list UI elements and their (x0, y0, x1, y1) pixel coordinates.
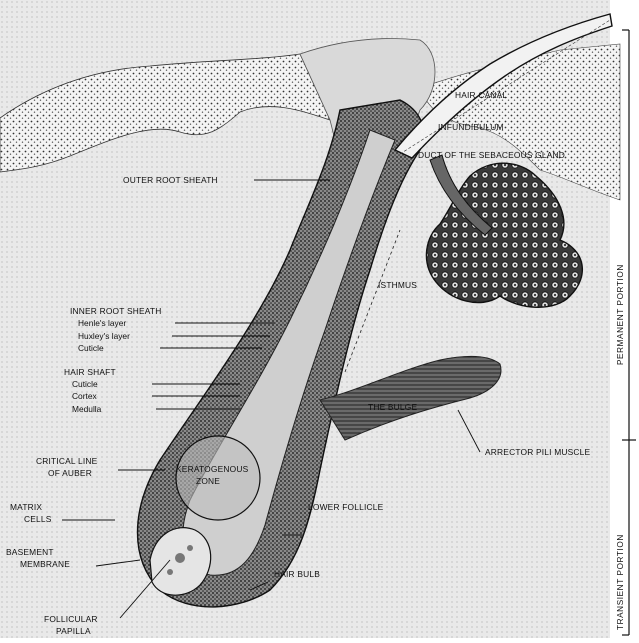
label-lower-follicle: LOWER FOLLICLE (308, 502, 384, 512)
label-sebaceous-duct: DUCT OF THE SEBACEOUS GLAND (418, 150, 565, 160)
label-critical-line-2: OF AUBER (48, 468, 92, 478)
label-hair-bulb: HAIR BULB (274, 569, 320, 579)
label-irs-cuticle: Cuticle (78, 343, 104, 353)
label-inner-root-sheath: INNER ROOT SHEATH (70, 306, 162, 316)
label-matrix-2: CELLS (24, 514, 52, 524)
label-hair-shaft: HAIR SHAFT (64, 367, 116, 377)
label-matrix-1: MATRIX (10, 502, 42, 512)
label-infundibulum: INFUNDIBULUM (438, 122, 504, 132)
label-medulla: Medulla (72, 404, 102, 414)
label-basement-1: BASEMENT (6, 547, 54, 557)
label-papilla-2: PAPILLA (56, 626, 91, 636)
label-henles-layer: Henle's layer (78, 318, 126, 328)
label-papilla-1: FOLLICULAR (44, 614, 98, 624)
label-huxleys-layer: Huxley's layer (78, 331, 130, 341)
label-hs-cuticle: Cuticle (72, 379, 98, 389)
label-basement-2: MEMBRANE (20, 559, 70, 569)
label-the-bulge: THE BULGE (368, 402, 417, 412)
label-hair-canal: HAIR CANAL (455, 90, 507, 100)
label-transient-portion: TRANSIENT PORTION (616, 534, 625, 630)
label-keratogenous-1: KERATOGENOUS (176, 464, 249, 474)
label-cortex: Cortex (72, 391, 97, 401)
label-critical-line-1: CRITICAL LINE (36, 456, 98, 466)
label-permanent-portion: PERMANENT PORTION (616, 264, 625, 365)
label-arrector-pili: ARRECTOR PILI MUSCLE (485, 447, 591, 457)
label-isthmus: ISTHMUS (378, 280, 417, 290)
label-outer-root-sheath: OUTER ROOT SHEATH (123, 175, 218, 185)
label-keratogenous-2: ZONE (196, 476, 220, 486)
